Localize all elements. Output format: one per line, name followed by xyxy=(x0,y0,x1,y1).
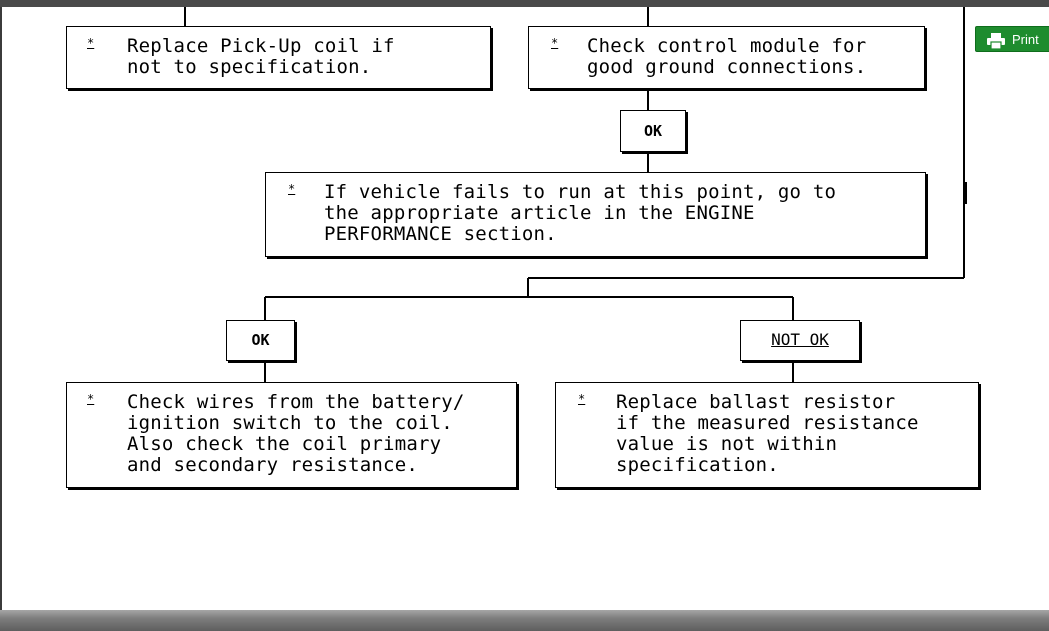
box-line: not to specification. xyxy=(127,56,372,78)
bottom-frame-bar xyxy=(0,610,1049,631)
bullet-mark: * xyxy=(87,36,95,50)
box-line: the appropriate article in the ENGINE xyxy=(324,202,755,224)
top-frame-bar xyxy=(0,0,1049,7)
box-line: If vehicle fails to run at this point, g… xyxy=(324,181,837,203)
box-line: Check control module for xyxy=(587,35,867,57)
box-line: Replace ballast resistor xyxy=(616,391,896,413)
box-check-wires: * Check wires from the battery/ ignition… xyxy=(66,382,517,488)
box-line: ignition switch to the coil. xyxy=(127,412,453,434)
print-label: Print xyxy=(1012,32,1039,47)
box-ok-label-2: OK xyxy=(226,320,295,361)
not-ok-label: NOT OK xyxy=(771,330,829,349)
ok-label: OK xyxy=(643,122,663,140)
box-vehicle-fails: * If vehicle fails to run at this point,… xyxy=(265,172,926,257)
box-line: specification. xyxy=(616,454,779,476)
box-line: Also check the coil primary xyxy=(127,433,442,455)
ok-label: OK xyxy=(251,331,270,349)
bullet-mark: * xyxy=(578,392,586,406)
right-gutter xyxy=(1040,7,1049,610)
box-line: and secondary resistance. xyxy=(127,454,418,476)
box-line: value is not within xyxy=(616,433,838,455)
box-check-control-module: * Check control module for good ground c… xyxy=(528,26,925,89)
bullet-mark: * xyxy=(288,182,296,196)
box-ok-label-1: OK xyxy=(620,110,686,152)
box-replace-pickup-coil: * Replace Pick-Up coil if not to specifi… xyxy=(66,26,491,89)
print-button[interactable]: Print xyxy=(975,26,1049,52)
bullet-mark: * xyxy=(87,392,95,406)
bullet-mark: * xyxy=(551,36,559,50)
box-line: if the measured resistance xyxy=(616,412,919,434)
box-line: Check wires from the battery/ xyxy=(127,391,465,413)
box-line: PERFORMANCE section. xyxy=(324,223,557,245)
box-line: good ground connections. xyxy=(587,56,867,78)
document-viewer: * Replace Pick-Up coil if not to specifi… xyxy=(2,7,1040,610)
printer-icon xyxy=(986,32,1006,58)
box-line: Replace Pick-Up coil if xyxy=(127,35,395,57)
box-not-ok-label: NOT OK xyxy=(740,320,860,361)
box-replace-ballast: * Replace ballast resistor if the measur… xyxy=(555,382,979,488)
flowchart-connectors xyxy=(184,7,967,382)
